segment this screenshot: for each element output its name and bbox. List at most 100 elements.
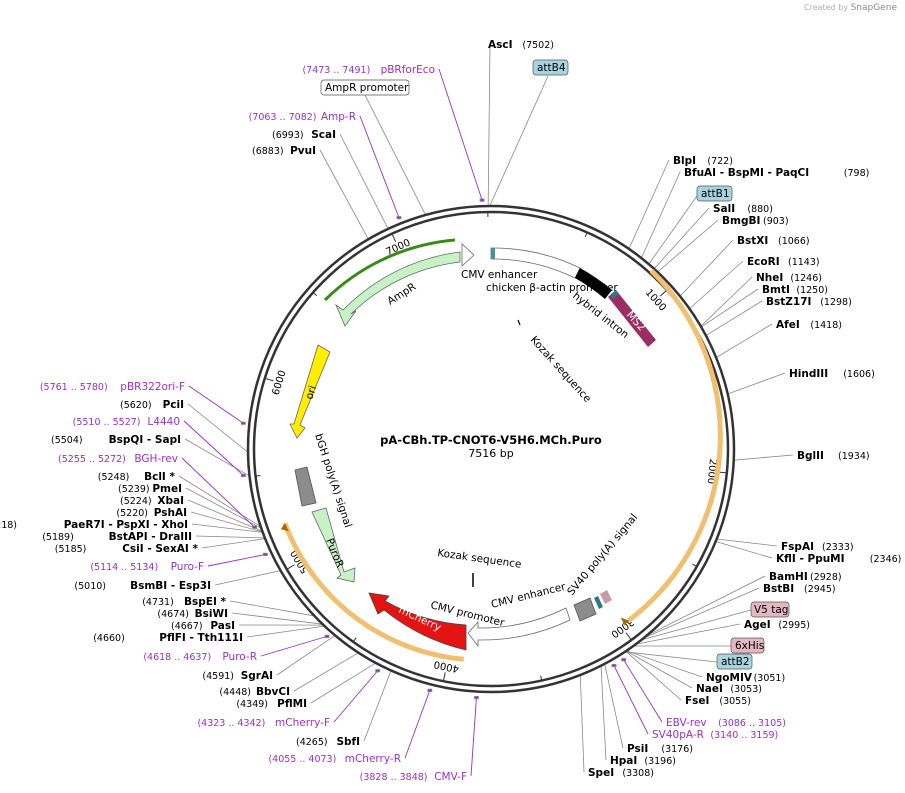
- enzyme-name: NaeI: [696, 683, 723, 695]
- cmv-promoter-bottom-shape: [467, 607, 571, 648]
- puror-shape: [311, 507, 356, 583]
- enzyme-position: (2333): [822, 542, 854, 553]
- enzyme-position: (3053): [730, 684, 762, 695]
- enzyme-position: (1418): [810, 320, 842, 331]
- primer-5: Puro-F (5114 .. 5134): [90, 561, 204, 573]
- ampr-promoter-shape: [461, 243, 475, 267]
- ms2-shape: [608, 290, 656, 347]
- enzyme-position: (4660): [93, 633, 125, 644]
- enzyme-name: SgrAI: [241, 670, 273, 682]
- enzyme-name: BsiWI: [195, 608, 228, 620]
- plasmid-name: pA-CBh.TP-CNOT6-V5H6.MCh.Puro: [380, 433, 602, 447]
- enzyme-site-23: SpeI (3308): [588, 767, 654, 779]
- svg-text:6xHis: 6xHis: [735, 640, 764, 652]
- enzyme-name: SpeI: [588, 767, 614, 779]
- enzyme-name: PciI: [163, 399, 184, 411]
- enzyme-position: (5010): [74, 581, 106, 592]
- enzyme-site-9: BstZ17I(1298): [766, 296, 852, 308]
- primer-11: SV40pA-R(3140 .. 3159): [652, 729, 778, 741]
- enzyme-name: PsiI: [627, 743, 648, 755]
- enzyme-site-6: EcoRI(1143): [747, 256, 820, 268]
- enzyme-name: BglII: [797, 450, 824, 462]
- enzyme-name: NgoMIV: [706, 672, 753, 684]
- svg-text:attB1: attB1: [701, 188, 730, 200]
- enzyme-name: CsiI - SexAI *: [122, 543, 198, 555]
- enzyme-site-left-14: PasI(4667): [171, 620, 235, 632]
- enzyme-site-left-17: BbvCI (4448): [219, 686, 290, 698]
- enzyme-site-left-2: PciI (5620): [120, 399, 184, 411]
- hybrid-intron-shape: [575, 268, 612, 299]
- enzyme-site-left-4: BclI * (5248): [98, 471, 176, 483]
- enzyme-position: (4349): [236, 699, 268, 710]
- enzyme-site-17: AgeI (2995): [744, 619, 810, 631]
- enzyme-position: (5239): [118, 484, 150, 495]
- enzyme-site-left-5: PmeI(5239): [118, 483, 182, 495]
- enzyme-name: BamHI: [769, 571, 808, 583]
- enzyme-name: PmeI: [152, 483, 182, 495]
- enzyme-name: BspQI - SapI: [109, 434, 181, 446]
- created-by-credit: Created by SnapGene: [804, 3, 897, 13]
- enzyme-name: AgeI: [744, 619, 771, 631]
- enzyme-name: BsmBI - Esp3I: [130, 580, 211, 592]
- enzyme-position: (2346): [870, 554, 902, 565]
- enzyme-site-12: BglII(1934): [797, 450, 870, 462]
- kozak-top-mark: [517, 319, 521, 326]
- tick-label-4000: 4000: [433, 658, 460, 674]
- enzyme-position: (880): [747, 204, 773, 215]
- enzyme-name: ScaI: [311, 129, 336, 141]
- enzyme-position: (5189): [42, 532, 74, 543]
- enzyme-position: (4667): [171, 621, 203, 632]
- primer-name: L4440: [147, 416, 180, 428]
- primer-position: (5114 .. 5134): [90, 562, 158, 573]
- enzyme-position: (6883): [252, 146, 284, 157]
- attb2-marker: [594, 596, 603, 609]
- primer-name: mCherry-F: [275, 717, 330, 729]
- enzyme-site-20: FseI(3055): [685, 695, 751, 707]
- attb4-box: attB4: [532, 59, 569, 76]
- enzyme-name: BclI *: [144, 471, 175, 483]
- primer-name: mCherry-R: [345, 753, 401, 765]
- primer-3: L4440(5510 .. 5527): [73, 416, 180, 428]
- plasmid-length: 7516 bp: [468, 447, 513, 460]
- enzyme-position: (5504): [51, 435, 83, 446]
- enzyme-position: (2928): [810, 572, 842, 583]
- enzyme-position: (4448): [219, 687, 251, 698]
- enzyme-position: (5620): [120, 400, 152, 411]
- enzyme-site-left-3: BspQI - SapI (5504): [51, 434, 181, 446]
- enzyme-site-13: FspAI(2333): [781, 541, 854, 553]
- enzyme-site-left-6: XbaI(5224): [120, 495, 184, 507]
- enzyme-position: (3308): [622, 768, 654, 779]
- enzyme-site-left-10: CsiI - SexAI *(5185): [55, 543, 199, 555]
- orf-arrow-left: [280, 523, 289, 532]
- enzyme-name: BstBI: [763, 583, 794, 595]
- enzyme-name: SalI: [713, 203, 735, 215]
- enzyme-position: (1298): [820, 297, 852, 308]
- primer-name: Puro-F: [171, 561, 204, 573]
- ampr-dark-bar: [323, 238, 456, 302]
- enzyme-name: FseI: [685, 695, 709, 707]
- enzyme-site-left-19: SbfI(4265): [296, 736, 360, 748]
- enzyme-name: BstXI: [737, 235, 768, 247]
- ori-label: ori: [303, 384, 319, 401]
- enzyme-site-11: HindIII(1606): [789, 368, 875, 380]
- enzyme-position: (1606): [843, 369, 875, 380]
- primer-name: CMV-F: [434, 771, 467, 783]
- enzyme-position: (5224): [120, 496, 152, 507]
- enzyme-position: (2995): [778, 620, 810, 631]
- enzyme-position: (4265): [296, 737, 328, 748]
- enzyme-site-left-12: BspEI *(4731): [142, 596, 226, 608]
- enzyme-site-8: BmtI(1250): [762, 284, 828, 296]
- snapgene-logo: SnapGene: [850, 3, 897, 13]
- attb2-box: attB2: [716, 653, 753, 670]
- enzyme-site-19: NaeI (3053): [696, 683, 762, 695]
- primer-name: Amp-R: [321, 111, 356, 123]
- enzyme-position: (3196): [644, 756, 676, 767]
- enzyme-site-1: BlpI(722): [673, 155, 733, 167]
- enzyme-position: (7502): [522, 40, 554, 51]
- orf-arc-right: [627, 268, 723, 623]
- mcherry-shape: [368, 592, 467, 651]
- enzyme-name: BbvCI: [256, 686, 290, 698]
- enzyme-position: (5248): [98, 472, 130, 483]
- backbone-outer-ring: [246, 204, 736, 694]
